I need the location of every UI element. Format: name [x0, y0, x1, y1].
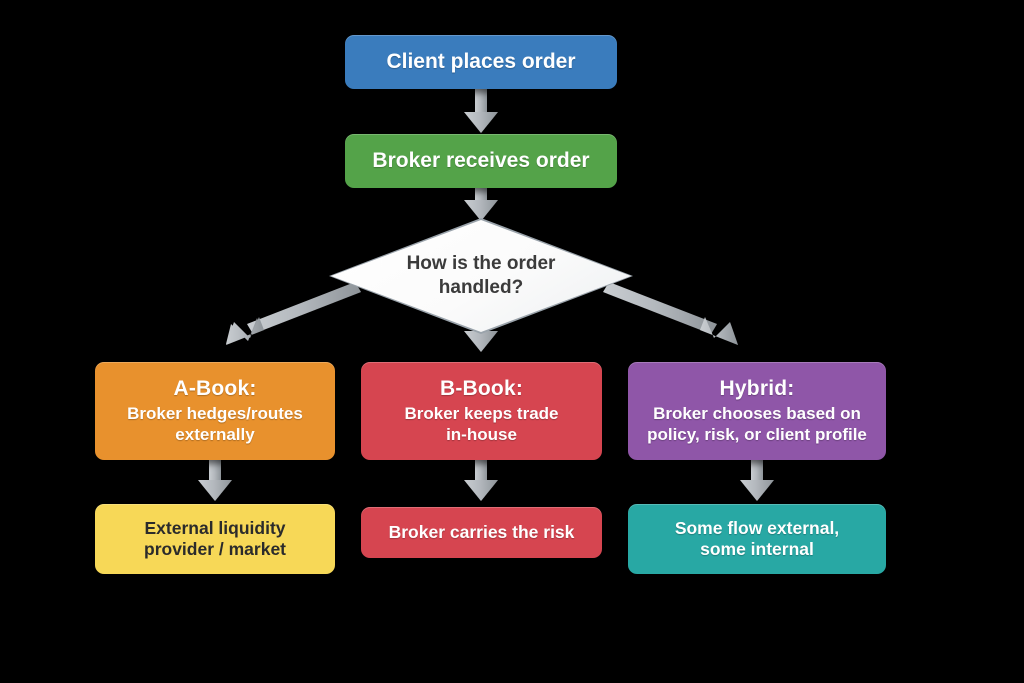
edge-b-book-to-broker-risk — [464, 460, 498, 501]
node-line1: Some flow external, — [674, 517, 840, 538]
node-line1: External liquidity — [144, 517, 286, 538]
node-sub-line2: externally — [175, 424, 255, 444]
node-sub-line2: policy, risk, or client profile — [647, 424, 867, 444]
node-hybrid[interactable]: Hybrid: Broker chooses based on policy, … — [628, 362, 886, 460]
decision-label-line1: How is the order — [406, 253, 556, 275]
node-mixed-flow[interactable]: Some flow external, some internal — [628, 504, 886, 574]
node-a-book[interactable]: A-Book: Broker hedges/routes externally — [95, 362, 335, 460]
edge-a-book-to-external-liquidity — [198, 460, 232, 501]
node-title: B-Book: — [439, 377, 524, 401]
node-label: Broker receives order — [372, 149, 590, 173]
node-b-book[interactable]: B-Book: Broker keeps trade in-house — [361, 362, 602, 460]
node-title: A-Book: — [173, 377, 257, 401]
node-decision-how-is-order-handled[interactable]: How is the order handled? — [329, 218, 633, 334]
decision-label-line2: handled? — [438, 277, 524, 298]
node-sub-line1: Broker chooses based on — [653, 404, 861, 424]
node-broker-receives-order[interactable]: Broker receives order — [345, 134, 617, 188]
node-sub-line1: Broker keeps trade — [404, 404, 559, 424]
edge-client-to-broker — [464, 88, 498, 133]
node-client-places-order[interactable]: Client places order — [345, 35, 617, 89]
edge-broker-to-decision — [464, 188, 498, 221]
node-line2: some internal — [700, 539, 814, 559]
node-label: Broker carries the risk — [388, 521, 575, 542]
node-broker-carries-the-risk[interactable]: Broker carries the risk — [361, 507, 602, 558]
edge-hybrid-to-mixed-flow — [740, 460, 774, 501]
node-sub-line1: Broker hedges/routes — [127, 404, 303, 424]
node-line2: provider / market — [144, 539, 286, 559]
node-label: Client places order — [386, 50, 576, 74]
decision-label: How is the order handled? — [329, 218, 633, 334]
node-external-liquidity-provider[interactable]: External liquidity provider / market — [95, 504, 335, 574]
node-title: Hybrid: — [719, 377, 795, 401]
node-sub-line2: in-house — [446, 424, 517, 444]
